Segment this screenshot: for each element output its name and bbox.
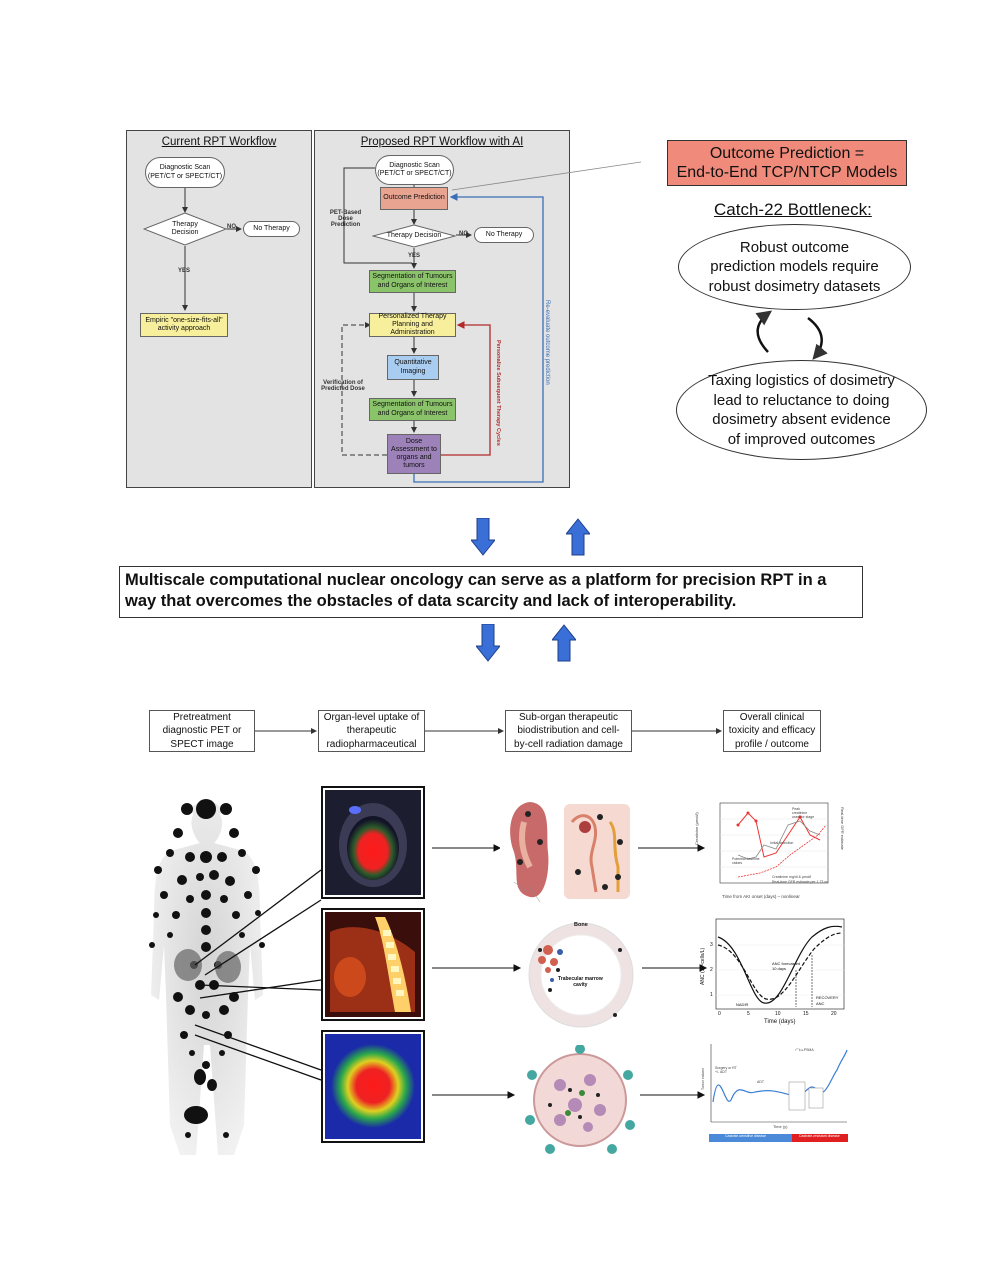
anc-annotation-forecast: ANC forecasted 10 days: [772, 961, 801, 971]
tumor-spect-image: [325, 1034, 421, 1139]
proposed-segmentation-1: Segmentation of Tumours and Organs of In…: [369, 270, 456, 293]
bone-marrow-graphic: [528, 922, 634, 1028]
anc-ytick-2: 2: [710, 967, 713, 973]
bone-marrow-illustration: Bone Trabecular marrow cavity: [520, 920, 642, 1030]
current-workflow-title: Current RPT Workflow: [161, 136, 277, 148]
tumor-chart-svg: [709, 1044, 848, 1142]
current-no-label: NO: [227, 224, 236, 230]
cavity-label: Trabecular marrow cavity: [558, 976, 603, 988]
whole-body-pet-image: [130, 795, 284, 1163]
nephron-illustration: [500, 792, 635, 907]
skull-icon: [517, 811, 623, 890]
anc-tick-20: 20: [831, 1011, 837, 1017]
proposed-workflow-title: Proposed RPT Workflow with AI: [360, 136, 524, 148]
anc-tick-5: 5: [747, 1011, 750, 1017]
arrow-down-1: [471, 518, 495, 556]
anc-annotation-nadir: NADIR: [736, 1002, 749, 1007]
proposed-diagnostic-scan: Diagnostic Scan (PET/CT or SPECT/CT): [375, 155, 454, 185]
proposed-yes-label: YES: [408, 253, 421, 259]
anc-ytick-1: 1: [710, 992, 713, 998]
current-yes-label: YES: [178, 268, 191, 274]
current-workflow-panel: Current RPT Workflow: [126, 130, 312, 488]
body-to-organ-lines: [194, 844, 708, 1099]
marrow-pet-image: [325, 912, 421, 1017]
anc-outcome-chart: ANC (10⁹cells/L) Time (days) 0 5 10 15 2…: [700, 915, 848, 1030]
catch22-ellipse-1: Robust outcome prediction models require…: [678, 224, 911, 310]
current-therapy-decision: Therapy Decision: [171, 220, 199, 236]
anc-tick-0: 0: [718, 1011, 721, 1017]
proposed-no-label: NO: [459, 231, 468, 237]
kidney-outcome-chart: Creatinine (μmol/l) Real-time GFR estima…: [694, 795, 846, 905]
kidney-ylabel-right: Real-time GFR estimate: [840, 807, 845, 850]
anc-annotation-recovery: RECOVERY: [816, 995, 839, 1000]
kidney-initial-label: Initial detection: [770, 841, 794, 845]
kidney-baseline-label: Potential baseline values: [732, 857, 760, 865]
reevaluate-label: Re-evaluate outcome prediction: [544, 300, 550, 385]
organ-frame-kidney: [321, 786, 425, 899]
bone-label: Bone: [574, 922, 588, 928]
tumor-adt-label: ADT: [757, 1080, 764, 1084]
tumor-sensitive-label: Castrate-sensitive disease: [725, 1134, 767, 1138]
kidney-chart-svg: [719, 802, 829, 884]
current-diagnostic-scan: Diagnostic Scan (PET/CT or SPECT/CT): [145, 157, 225, 188]
proposed-quantitative-imaging: Quantitative Imaging: [387, 355, 439, 380]
kidney-spect-image: [325, 790, 421, 895]
proposed-workflow-panel: Proposed RPT Workflow with AI: [314, 130, 570, 488]
step-connectors: [255, 728, 722, 734]
outcome-line-1: Outcome Prediction =: [709, 144, 865, 162]
proposed-dose-assessment: Dose Assessment to organs and tumors: [387, 434, 441, 474]
kidney-legend-2: Real-time GFR estimate per 1.73 m²: [772, 880, 829, 884]
step-organ-level-uptake: Organ-level uptake of therapeutic radiop…: [318, 710, 425, 752]
proposed-therapy-decision-diamond: [372, 224, 456, 248]
current-empiric-approach: Empiric "one-size-fits-all" activity app…: [140, 313, 228, 337]
tumor-resistant-label: Castrate-resistant disease: [799, 1134, 840, 1138]
kidney-xlabel: Time from AKI onset (days) – nonlinear: [722, 894, 800, 899]
claim-statement: Multiscale computational nuclear oncolog…: [119, 566, 863, 618]
organ-frame-marrow: [321, 908, 425, 1021]
anc-tick-15: 15: [803, 1011, 809, 1017]
step-clinical-outcome: Overall clinical toxicity and efficacy p…: [723, 710, 821, 752]
tumor-xlabel: Time (y): [773, 1124, 788, 1129]
anc-annotation-anc: ANC: [816, 1001, 825, 1006]
kidney-legend-1: Creatinine mg/dl & μmol/l: [772, 875, 812, 879]
personalize-cycles-label: Personalize Subsequent Therapy Cycles: [495, 340, 501, 446]
kidney-ylabel-left: Creatinine (μmol/l): [694, 812, 699, 845]
proposed-segmentation-2: Segmentation of Tumours and Organs of In…: [369, 398, 456, 421]
tumor-surgery-label: Surgery or RT +/- ADT: [715, 1066, 737, 1074]
anc-ytick-3: 3: [710, 942, 713, 948]
organ-frame-tumor: [321, 1030, 425, 1143]
kidney-peak-label: Peak creatinine used for stage: [792, 807, 815, 819]
tumor-ylabel: Tumor volume: [701, 1067, 705, 1090]
workflow-connectors: [182, 161, 828, 483]
outcome-line-2: End-to-End TCP/NTCP Models: [676, 164, 898, 181]
outcome-prediction-box: Outcome Prediction = End-to-End TCP/NTCP…: [667, 140, 907, 186]
current-therapy-decision-diamond: [143, 212, 227, 246]
arrow-down-2: [476, 624, 500, 662]
anc-tick-10: 10: [775, 1011, 781, 1017]
proposed-personalized-therapy: Personalized Therapy Planning and Admini…: [369, 313, 456, 337]
arrow-up-2: [552, 624, 576, 662]
proposed-outcome-prediction: Outcome Prediction: [380, 187, 448, 210]
step-sub-organ-biodistribution: Sub-organ therapeutic biodistribution an…: [505, 710, 632, 752]
anc-chart-svg: [715, 918, 845, 1010]
verification-label: Verification of Predicted Dose: [321, 380, 365, 392]
catch22-ellipse-2: Taxing logistics of dosimetry lead to re…: [676, 360, 927, 460]
catch22-title: Catch-22 Bottleneck:: [714, 200, 872, 219]
current-no-therapy: No Therapy: [243, 221, 300, 237]
pet-based-label: PET-Based Dose Prediction: [329, 210, 362, 228]
tumor-outcome-chart: Tumor volume Time (y) Surgery or RT +/- …: [701, 1040, 850, 1145]
tumor-cell-illustration: [525, 1045, 635, 1154]
step-pretreatment-image: Pretreatment diagnostic PET or SPECT ima…: [149, 710, 255, 752]
proposed-no-therapy: No Therapy: [474, 227, 534, 243]
anc-ylabel: ANC (10⁹cells/L): [700, 947, 706, 985]
proposed-therapy-decision: Therapy Decision: [386, 231, 442, 239]
tumor-psma-label: ¹⁷⁷Lu-PSMA: [795, 1048, 814, 1052]
anc-xlabel: Time (days): [764, 1019, 796, 1025]
arrow-up-1: [566, 518, 590, 556]
